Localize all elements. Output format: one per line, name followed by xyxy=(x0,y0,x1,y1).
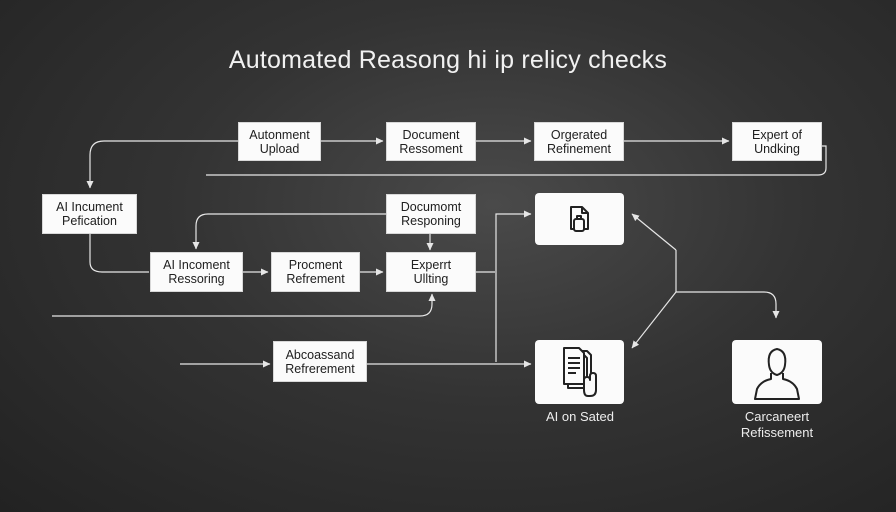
arrow-long-return xyxy=(52,293,436,317)
node-document-ressoment: Document Ressoment xyxy=(386,122,476,161)
node-line-2: Refrerement xyxy=(285,361,355,376)
diagram-title: Automated Reasong hi ip relicy checks xyxy=(228,46,668,74)
caption-carcaneert: Carcaneert Refissement xyxy=(712,409,842,441)
node-line-2: Undking xyxy=(754,141,800,156)
node-line-2: Refinement xyxy=(547,141,611,156)
node-line-1: Abcoassand xyxy=(285,347,355,362)
arrow-hub-up xyxy=(631,213,677,251)
node-line-1: Expert of xyxy=(751,127,803,142)
node-line-2: Ullting xyxy=(413,272,449,286)
node-document-responing: Documomt Responing xyxy=(386,194,476,234)
arrow-loop-to-pefication xyxy=(86,140,238,189)
node-line-2: Ressoment xyxy=(399,141,463,156)
node-procment-refrement: Procment Refrement xyxy=(271,252,360,292)
person-icon-box xyxy=(732,340,822,404)
arrow-bus-to-document-icon xyxy=(495,210,532,362)
arrow-hub-down xyxy=(631,291,677,349)
person-icon xyxy=(754,348,800,400)
document-icon xyxy=(569,206,589,232)
node-expert-ulting: Experrt Ullting xyxy=(386,252,476,292)
node-line-1: Autonment xyxy=(249,127,310,142)
arrow-responing-to-ressoring xyxy=(192,213,386,250)
node-line-2: Ressoring xyxy=(168,272,225,286)
caption-ai-on-sated: AI on Sated xyxy=(546,409,614,424)
node-line-1: Document xyxy=(402,127,460,142)
documents-hand-icon xyxy=(562,347,597,397)
node-line-1: AI Incument xyxy=(56,200,123,214)
document-icon-box xyxy=(535,193,624,245)
node-line-2: Upload xyxy=(259,141,300,156)
node-line-2: Responing xyxy=(401,214,461,228)
caption-line-1: Carcaneert xyxy=(744,409,810,424)
node-line-1: AI Incoment xyxy=(163,258,230,272)
node-line-1: Orgerated xyxy=(550,127,608,142)
caption-line-2: Refissement xyxy=(740,425,814,440)
return-line-top xyxy=(206,145,827,176)
documents-hand-icon-box xyxy=(535,340,624,404)
node-ai-ressoring: AI Incoment Ressoring xyxy=(150,252,243,292)
node-orgerated-refinement: Orgerated Refinement xyxy=(534,122,624,161)
node-abcoassand-refrerement: Abcoassand Refrerement xyxy=(273,341,367,382)
node-automent-upload: Autonment Upload xyxy=(238,122,321,161)
node-line-1: Procment xyxy=(288,258,343,272)
node-line-1: Documomt xyxy=(400,200,462,214)
node-line-2: Pefication xyxy=(62,214,117,228)
node-ai-pefication: AI Incument Pefication xyxy=(42,194,137,234)
node-expert-undking: Expert of Undking xyxy=(732,122,822,161)
arrow-hub-to-person xyxy=(676,291,780,319)
arrow-pefication-to-ressoring xyxy=(89,234,149,273)
node-line-1: Experrt xyxy=(410,258,452,272)
node-line-2: Refrement xyxy=(286,272,345,286)
